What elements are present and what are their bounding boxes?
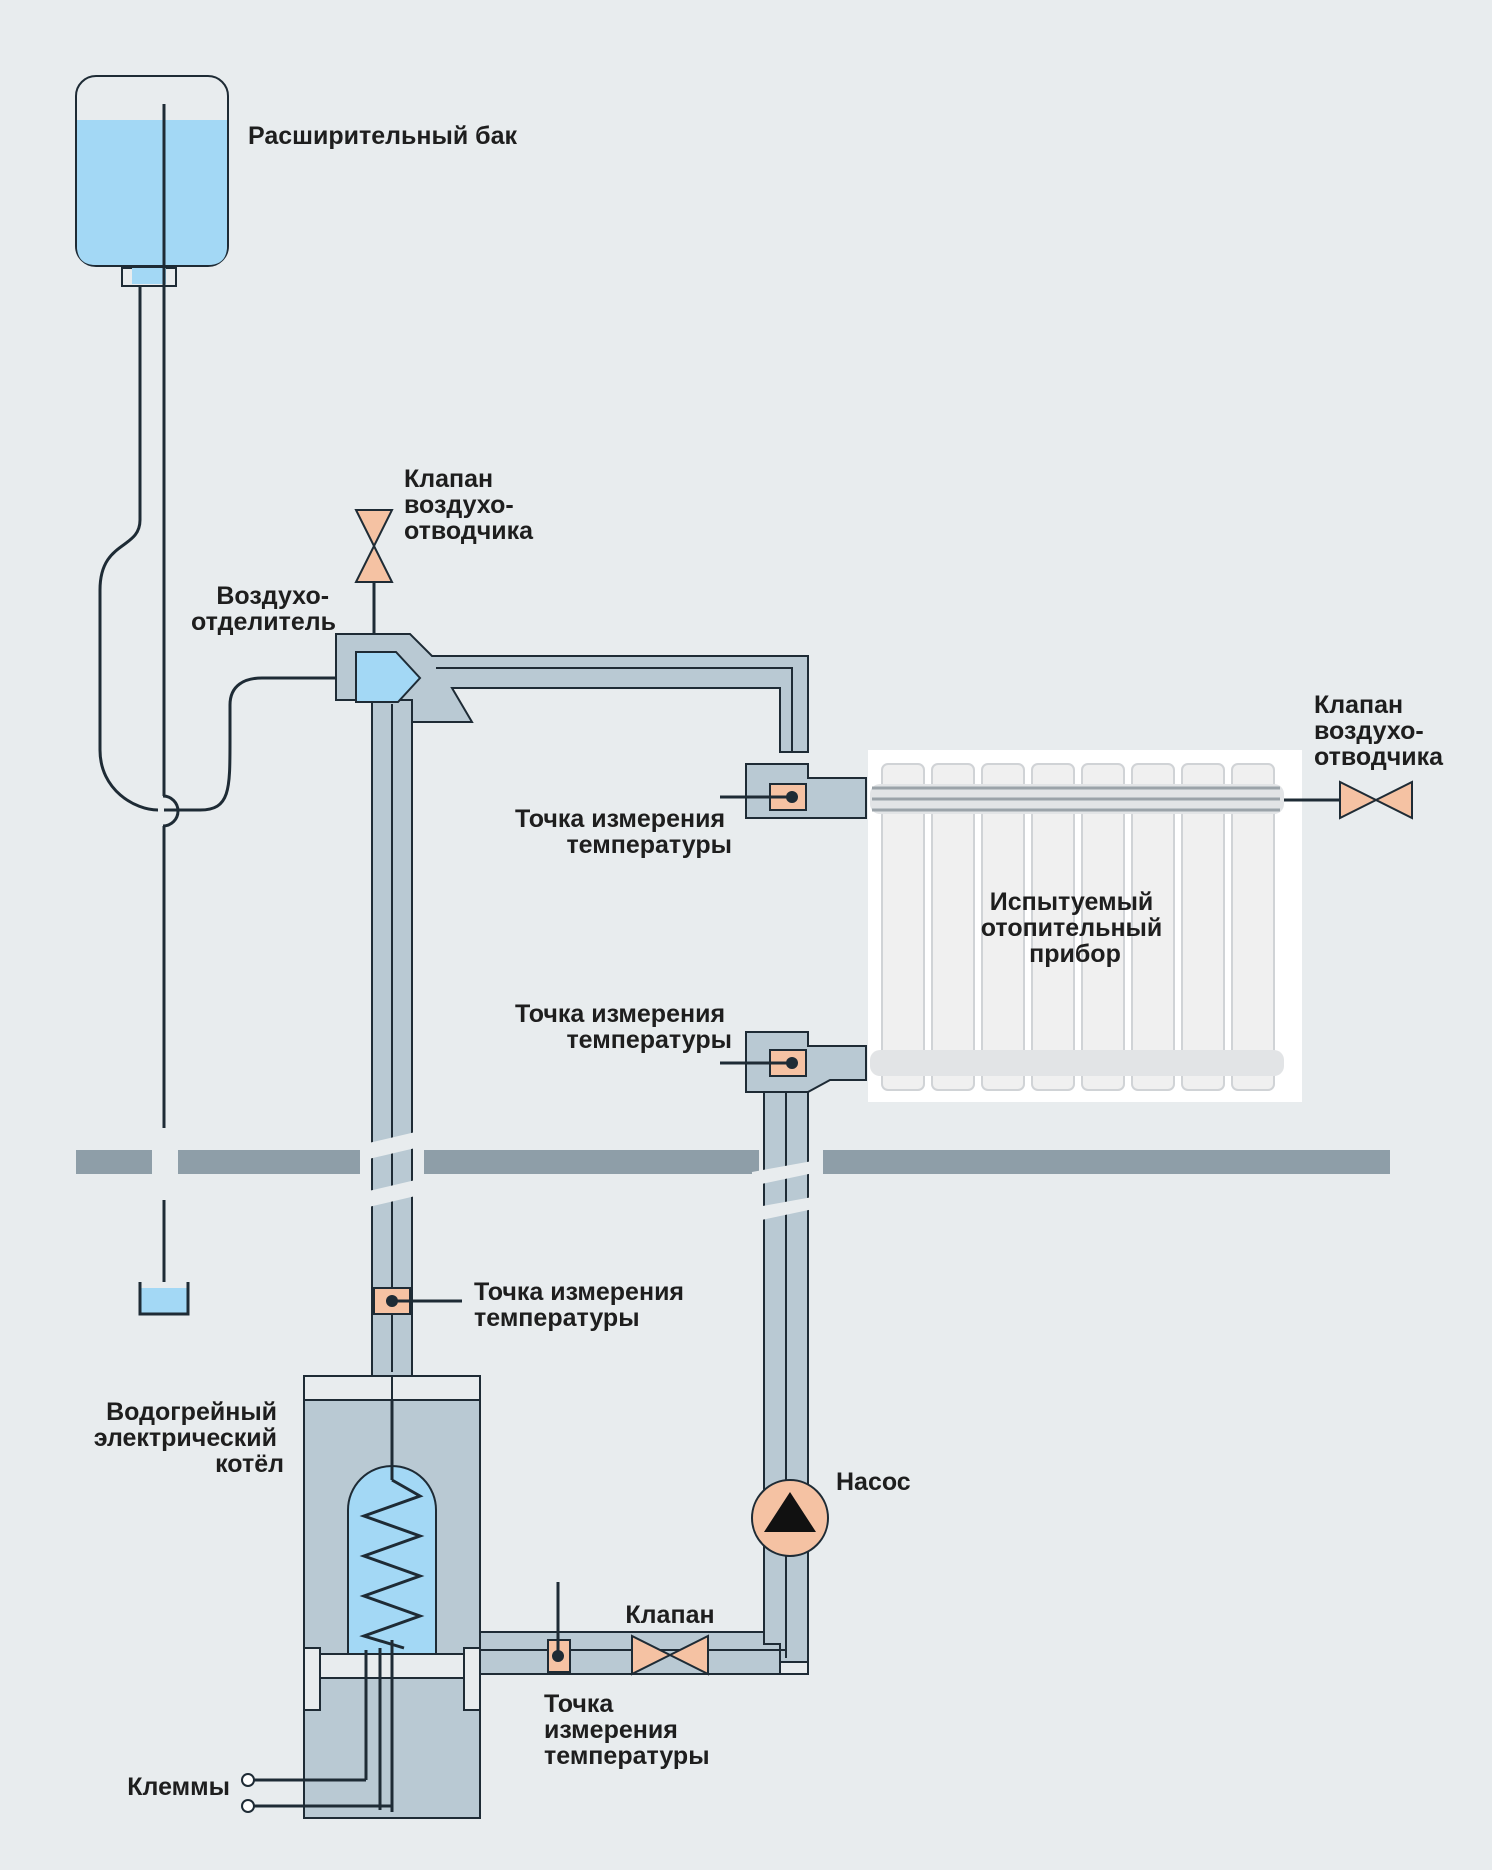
pump-icon[interactable] <box>751 1479 829 1557</box>
temp-point-upper-label: Точка измерения температуры <box>515 805 732 859</box>
upper-temperature-fitting <box>720 763 867 819</box>
return-riser <box>752 1087 818 1663</box>
temp-point-bottom-label: Точка измерения температуры <box>544 1690 710 1770</box>
temp-point-middle-label: Точка измерения температуры <box>515 1000 732 1054</box>
air-separator <box>335 633 809 753</box>
air-valve-right-label: Клапан воздухо- отводчика <box>1314 691 1444 771</box>
expansion-pipe <box>98 104 336 1282</box>
drain-cup <box>138 1282 190 1316</box>
bottom-temperature-fitting <box>547 1582 571 1673</box>
boiler-label: Водогрейный электрический котёл <box>94 1398 284 1478</box>
boiler <box>303 1375 481 1819</box>
terminal-icon[interactable] <box>241 1799 255 1813</box>
riser-temperature-fitting <box>373 1287 462 1315</box>
expansion-tank-label: Расширительный бак <box>248 122 518 150</box>
floor-slab <box>76 1150 1390 1174</box>
radiator <box>868 750 1302 1102</box>
radiator-label: Испытуемый отопительный прибор <box>981 888 1169 968</box>
supply-riser <box>360 699 424 1377</box>
air-separator-label: Воздухо- отделитель <box>191 582 336 636</box>
heating-coil-icon <box>359 1400 425 1812</box>
temp-point-riser-label: Точка измерения температуры <box>474 1278 691 1332</box>
lower-temperature-fitting <box>720 1031 867 1093</box>
valve-label: Клапан <box>625 1601 714 1629</box>
terminals-label: Клеммы <box>127 1773 230 1801</box>
valve-icon[interactable] <box>1339 780 1413 820</box>
expansion-tank <box>75 75 229 287</box>
temperature-sensor-icon <box>786 791 798 803</box>
temperature-sensor-icon <box>552 1650 564 1662</box>
terminals <box>241 1650 392 1813</box>
temperature-sensor-icon <box>386 1295 398 1307</box>
terminal-icon[interactable] <box>241 1773 255 1787</box>
pump-label: Насос <box>836 1468 911 1496</box>
labels: Расширительный бак Клапан воздухо- отвод… <box>94 122 1444 1801</box>
air-valve-top-label: Клапан воздухо- отводчика <box>404 465 534 545</box>
temperature-sensor-icon <box>786 1057 798 1069</box>
valve-icon[interactable] <box>631 1634 709 1676</box>
valve-icon[interactable] <box>354 509 394 583</box>
